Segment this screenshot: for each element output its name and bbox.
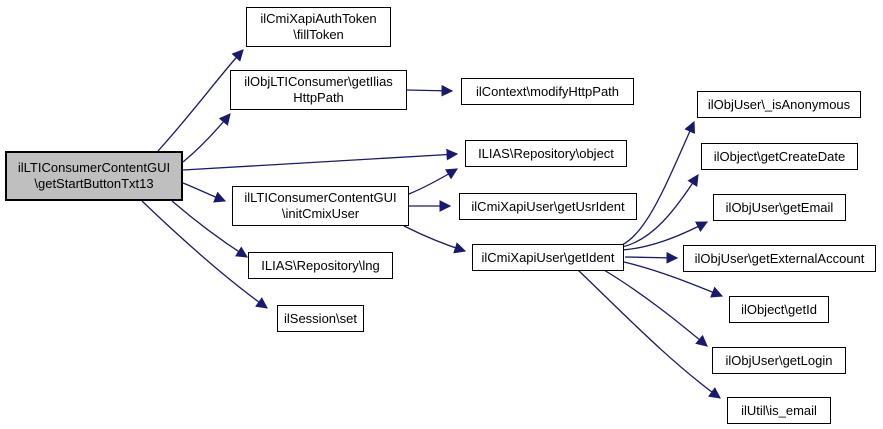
edge-getStartButtonTxt13-repositoryObject — [182, 148, 459, 171]
node-label-line: ilObjUser\_isAnonymous — [707, 96, 851, 112]
node-label-line: ilObjUser\getEmail — [725, 199, 834, 215]
node-label-line: ilObject\getCreateDate — [713, 148, 846, 164]
edge-initCmixUser-repositoryObject — [408, 168, 459, 195]
edge-getStartButtonTxt13-fillToken — [157, 49, 244, 152]
node-getIdent[interactable]: ilCmiXapiUser\getIdent — [472, 244, 624, 271]
node-label-line: ilCmiXapiUser\getIdent — [481, 249, 615, 265]
node-modifyHttpPath[interactable]: ilContext\modifyHttpPath — [461, 78, 634, 105]
node-label-line: ilObject\getId — [741, 301, 817, 317]
node-getCreateDate[interactable]: ilObject\getCreateDate — [701, 143, 858, 170]
node-label-line: ilObjLTIConsumer\getIlias — [244, 74, 393, 89]
node-getExternalAccount[interactable]: ilObjUser\getExternalAccount — [683, 245, 876, 272]
edge-getStartButtonTxt13-initCmixUser — [182, 182, 227, 203]
node-repository-lng[interactable]: ILIAS\Repository\lng — [248, 252, 393, 279]
edge-getIdent-isEmail — [577, 269, 721, 399]
node-label-line: ilUtil\is_email — [741, 402, 817, 418]
node-getStartButtonTxt13: ilLTIConsumerContentGUI \getStartButtonT… — [5, 151, 183, 201]
node-label-line: \getStartButtonTxt13 — [34, 176, 154, 191]
node-getEmail[interactable]: ilObjUser\getEmail — [713, 194, 846, 221]
edge-getIdent-isAnonymous — [621, 120, 696, 246]
edge-initCmixUser-getIdent — [403, 225, 467, 254]
node-label-line: ilObjUser\getLogin — [725, 352, 833, 368]
edge-getStartButtonTxt13-repositoryLng — [171, 200, 248, 258]
edge-getStartButtonTxt13-getIliasHttpPath — [182, 113, 231, 163]
node-is-email[interactable]: ilUtil\is_email — [727, 397, 831, 424]
edge-getIliasHttpPath-modifyHttpPath — [406, 84, 454, 97]
node-getId[interactable]: ilObject\getId — [729, 296, 829, 323]
node-label-line: ilContext\modifyHttpPath — [475, 83, 620, 99]
node-repository-object[interactable]: ILIAS\Repository\object — [465, 140, 627, 167]
node-getIliasHttpPath[interactable]: ilObjLTIConsumer\getIlias HttpPath — [230, 70, 407, 110]
node-label-line: \fillToken — [293, 27, 344, 42]
node-label-line: ILIAS\Repository\lng — [261, 257, 380, 273]
node-label-line: HttpPath — [293, 90, 344, 105]
node-label-line: ilSession\set — [284, 310, 357, 326]
edge-getIdent-getCreateDate — [621, 174, 699, 248]
node-getLogin[interactable]: ilObjUser\getLogin — [712, 347, 846, 374]
node-label-line: ilCmiXapiAuthToken — [260, 11, 377, 26]
node-getUsrIdent[interactable]: ilCmiXapiUser\getUsrIdent — [459, 193, 637, 220]
edge-getIdent-getExternalAccount — [624, 251, 679, 264]
node-label-line: ilCmiXapiUser\getUsrIdent — [471, 198, 625, 214]
edge-getStartButtonTxt13-sessionSet — [141, 200, 268, 309]
node-label-line: ilLTIConsumerContentGUI — [17, 160, 171, 175]
edge-getIdent-getId — [623, 261, 724, 298]
edge-getIdent-getLogin — [603, 269, 708, 347]
node-session-set[interactable]: ilSession\set — [277, 305, 364, 332]
node-initCmixUser[interactable]: ilLTIConsumerContentGUI \initCmixUser — [232, 186, 409, 226]
node-label-line: ilLTIConsumerContentGUI — [244, 190, 397, 205]
node-fillToken[interactable]: ilCmiXapiAuthToken \fillToken — [246, 7, 391, 47]
node-isAnonymous[interactable]: ilObjUser\_isAnonymous — [697, 91, 861, 118]
node-label-line: ILIAS\Repository\object — [478, 145, 614, 161]
node-label-line: ilObjUser\getExternalAccount — [694, 250, 865, 266]
node-label-line: \initCmixUser — [281, 206, 360, 221]
edge-getIdent-getEmail — [621, 221, 709, 251]
